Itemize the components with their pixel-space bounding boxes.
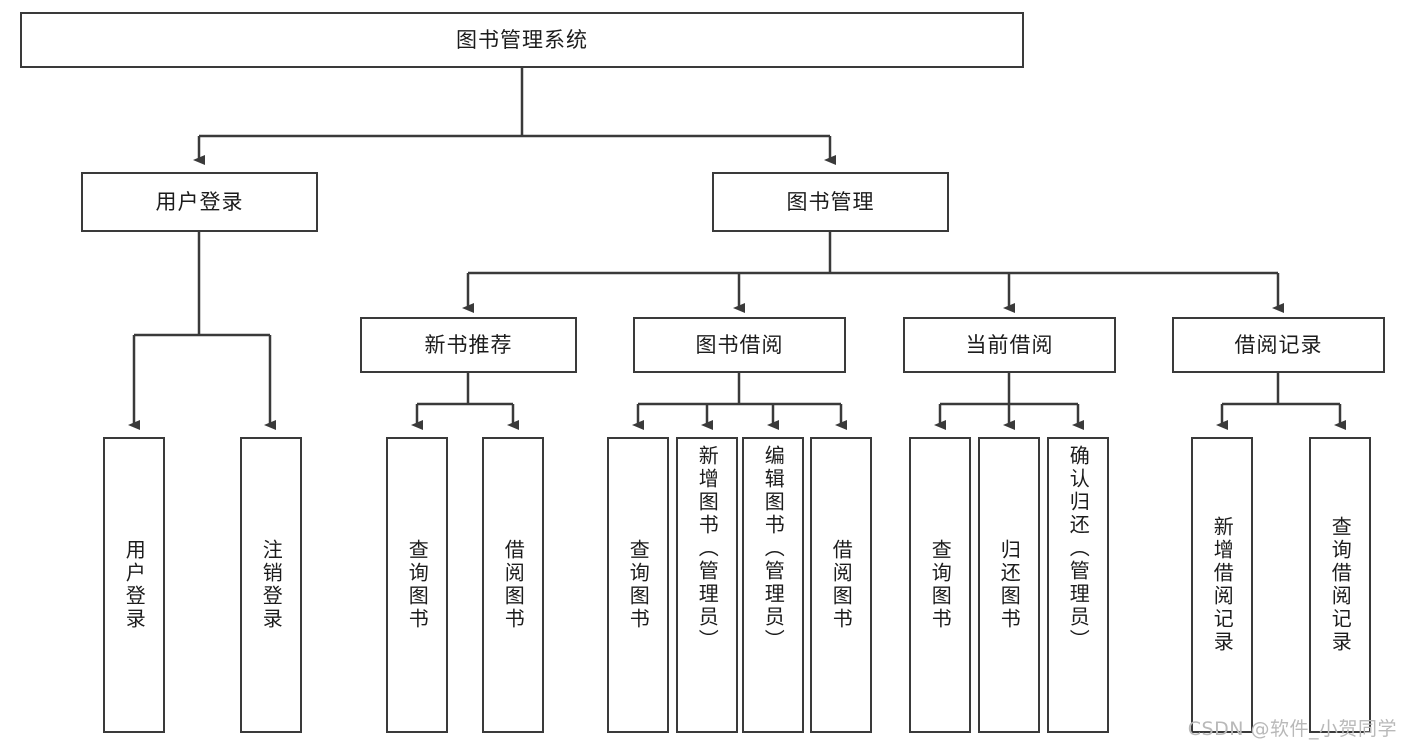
leaf-search-books-borrow[interactable]: 查询图书 [607, 437, 669, 733]
node-label: 查询图书 [928, 539, 953, 631]
node-current-borrow[interactable]: 当前借阅 [903, 317, 1116, 373]
node-label: 图书管理 [786, 189, 875, 214]
node-label: 用户登录 [155, 189, 244, 214]
leaf-search-books-current[interactable]: 查询图书 [909, 437, 971, 733]
node-label: 新书推荐 [424, 332, 513, 357]
node-label: 归还图书 [997, 539, 1022, 631]
leaf-search-books-new[interactable]: 查询图书 [386, 437, 448, 733]
node-root-system[interactable]: 图书管理系统 [20, 12, 1024, 68]
node-label: 查询图书 [626, 539, 651, 631]
node-label: 编辑图书（管理员） [761, 445, 786, 652]
leaf-user-login[interactable]: 用户登录 [103, 437, 165, 733]
node-label: 查询借阅记录 [1328, 516, 1353, 654]
node-borrow-record[interactable]: 借阅记录 [1172, 317, 1385, 373]
node-label: 确认归还（管理员） [1066, 445, 1091, 652]
node-book-management[interactable]: 图书管理 [712, 172, 949, 232]
leaf-search-borrow-record[interactable]: 查询借阅记录 [1309, 437, 1371, 733]
node-new-book-recommend[interactable]: 新书推荐 [360, 317, 577, 373]
node-label: 借阅图书 [829, 539, 854, 631]
leaf-add-borrow-record[interactable]: 新增借阅记录 [1191, 437, 1253, 733]
node-label: 当前借阅 [965, 332, 1054, 357]
node-label: 注销登录 [259, 539, 284, 631]
leaf-borrow-books-new[interactable]: 借阅图书 [482, 437, 544, 733]
node-label: 图书管理系统 [456, 27, 588, 52]
leaf-add-book-admin[interactable]: 新增图书（管理员） [676, 437, 738, 733]
node-label: 新增图书（管理员） [695, 445, 720, 652]
node-label: 用户登录 [122, 539, 147, 631]
node-label: 借阅记录 [1234, 332, 1323, 357]
leaf-confirm-return-admin[interactable]: 确认归还（管理员） [1047, 437, 1109, 733]
leaf-edit-book-admin[interactable]: 编辑图书（管理员） [742, 437, 804, 733]
leaf-logout[interactable]: 注销登录 [240, 437, 302, 733]
leaf-return-books[interactable]: 归还图书 [978, 437, 1040, 733]
leaf-borrow-books-borrow[interactable]: 借阅图书 [810, 437, 872, 733]
node-label: 借阅图书 [501, 539, 526, 631]
node-label: 查询图书 [405, 539, 430, 631]
watermark-text: CSDN @软件_小贺同学 [1187, 718, 1397, 740]
node-book-borrow[interactable]: 图书借阅 [633, 317, 846, 373]
node-label: 图书借阅 [695, 332, 784, 357]
node-user-login[interactable]: 用户登录 [81, 172, 318, 232]
node-label: 新增借阅记录 [1210, 516, 1235, 654]
